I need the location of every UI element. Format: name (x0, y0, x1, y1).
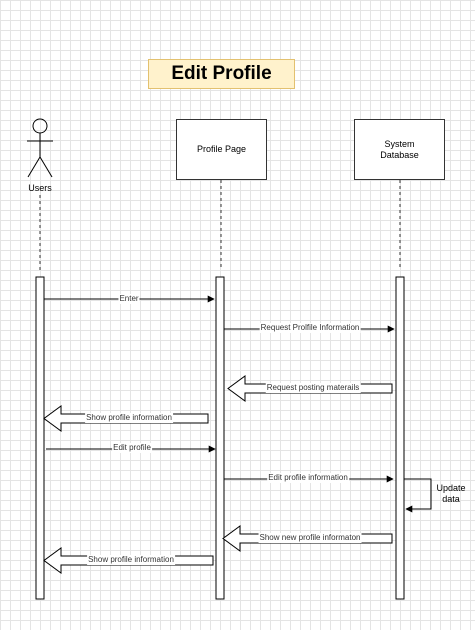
message-label-show-profile-information-2: Show profile information (87, 555, 175, 565)
profile-page-activation-bar (215, 276, 225, 600)
users-activation-bar (35, 276, 45, 600)
self-message-arrow-update-data (404, 478, 432, 513)
message-label-enter: Enter (118, 294, 140, 304)
profile-page-label: Profile Page (196, 144, 247, 154)
message-label-request-profile-information: Request Prolfile Information (259, 323, 361, 333)
system-database-activation-bar (395, 276, 405, 600)
message-label-edit-profile: Edit profile (112, 443, 152, 453)
diagram-title: Edit Profile (148, 59, 295, 89)
message-label-show-profile-information-1: Show profile information (85, 413, 173, 423)
system-database-label: System Database (380, 138, 419, 160)
users-label: Users (28, 183, 52, 193)
message-label-request-posting-materails: Request posting materails (265, 383, 361, 393)
self-message-label-update-data: Update data (436, 483, 466, 504)
message-label-edit-profile-information: Edit profile information (267, 473, 349, 483)
message-label-show-new-profile-informaton: Show new profile informaton (258, 533, 362, 543)
system-database-box: System Database (354, 119, 445, 180)
user-actor-icon (27, 118, 53, 178)
profile-page-box: Profile Page (176, 119, 267, 180)
